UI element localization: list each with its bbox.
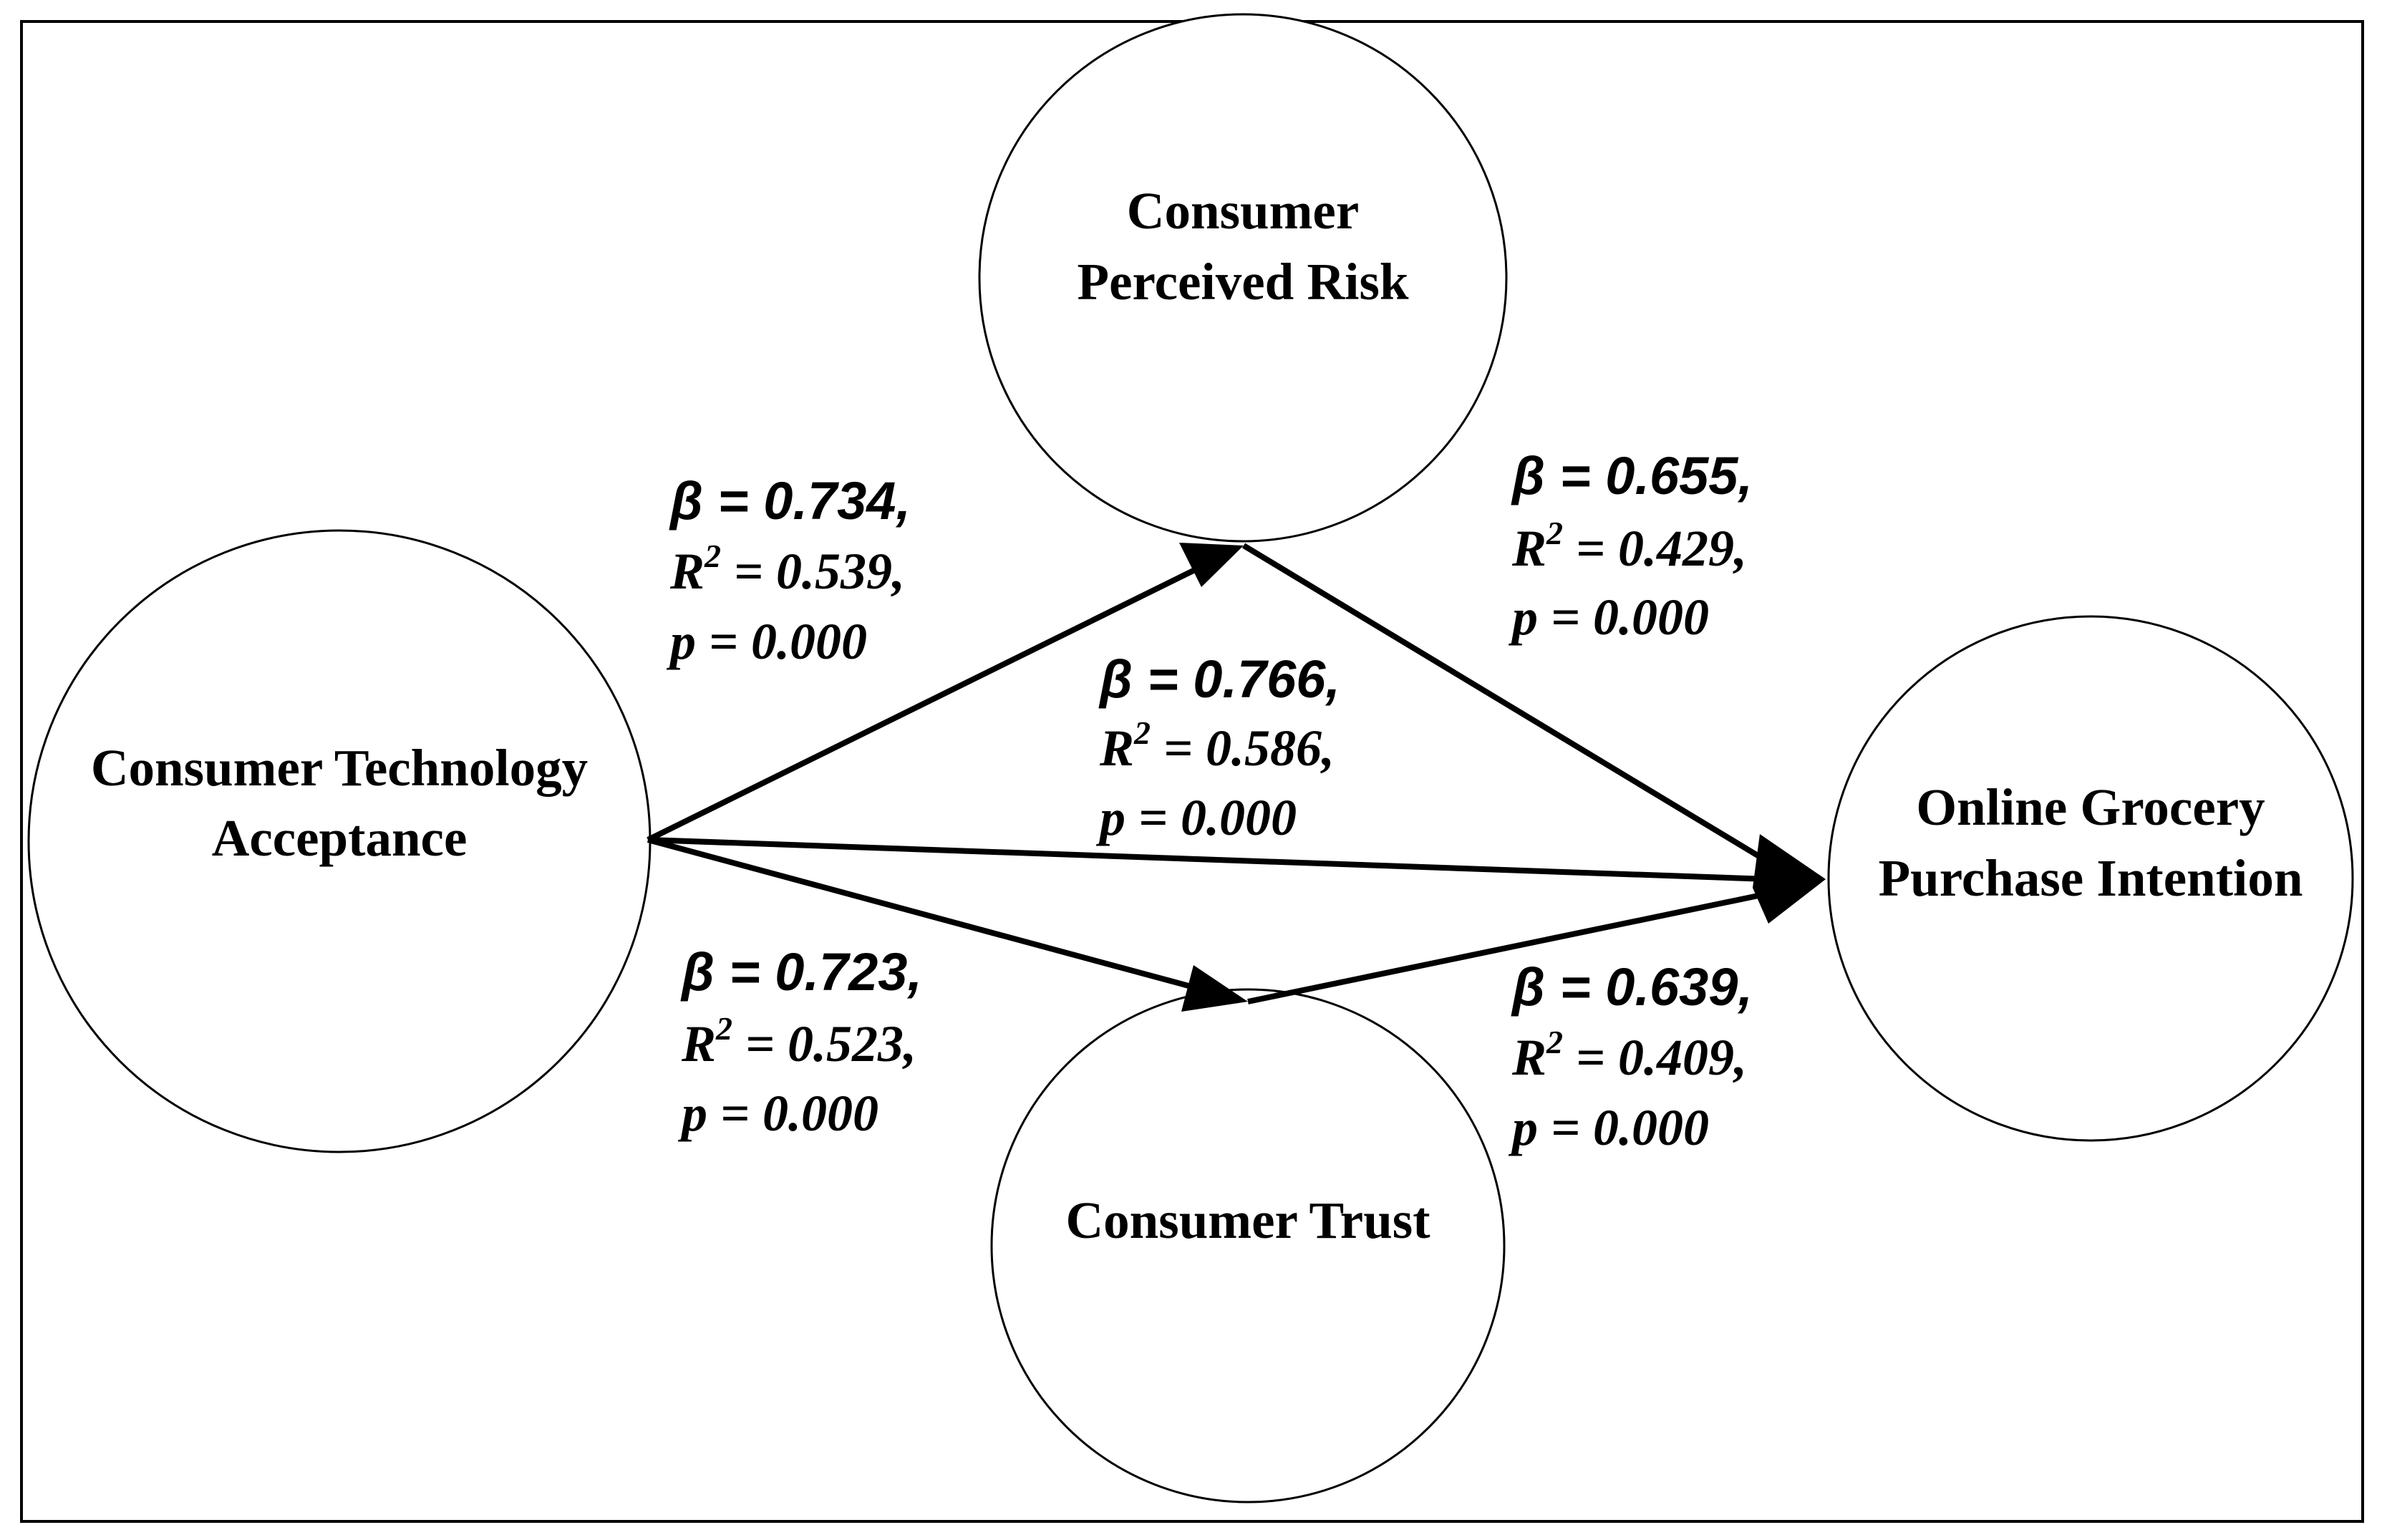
p-cta-ct: p = 0.000 [677,1085,878,1142]
arrow-cta-to-trust [647,837,1201,992]
arrowhead-cta-to-trust [1181,965,1248,1012]
stats-cta-to-purchase-intention: β = 0.766, R2 = 0.586, p = 0.000 [1095,649,1340,846]
arrow-cta-to-purchase-intention [647,837,1769,882]
label-cta-line2: Acceptance [212,809,468,867]
arrowhead-cta-to-perceived-risk [1179,543,1244,587]
node-labels: Consumer Technology Acceptance Consumer … [91,182,2303,1249]
p-cpr-ogpi: p = 0.000 [1508,589,1709,646]
p-cta-cpr: p = 0.000 [666,613,867,670]
beta-cta-cpr: β = 0.734, [669,471,911,531]
r2-cta-ogpi: R2 = 0.586, [1099,715,1335,777]
p-cta-ogpi: p = 0.000 [1095,789,1297,846]
beta-cpr-ogpi: β = 0.655, [1511,446,1753,505]
path-arrows [647,543,1826,1012]
beta-ct-ogpi: β = 0.639, [1511,957,1753,1017]
stats-cta-to-trust: β = 0.723, R2 = 0.523, p = 0.000 [677,942,922,1142]
beta-cta-ogpi: β = 0.766, [1098,649,1340,709]
stats-trust-to-purchase-intention: β = 0.639, R2 = 0.409, p = 0.000 [1508,957,1753,1156]
node-consumer-perceived-risk [978,13,1508,543]
label-ogpi-line2: Purchase Intention [1879,849,2303,907]
node-online-grocery-purchase-intention [1827,615,2354,1142]
arrow-trust-to-purchase-intention [1247,889,1776,1004]
p-ct-ogpi: p = 0.000 [1508,1099,1709,1156]
r2-cta-cpr: R2 = 0.539, [669,538,905,600]
label-cpr-line1: Consumer [1127,182,1359,240]
r2-ct-ogpi: R2 = 0.409, [1511,1024,1747,1086]
arrow-cta-to-perceived-risk [647,565,1201,843]
r2-cta-ct: R2 = 0.523, [681,1010,916,1072]
r2-cpr-ogpi: R2 = 0.429, [1511,515,1747,577]
arrowhead-purchase-intention-cluster [1753,834,1826,924]
label-cta-line1: Consumer Technology [91,739,588,797]
node-consumer-trust [990,988,1506,1503]
stats-perceived-risk-to-purchase-intention: β = 0.655, R2 = 0.429, p = 0.000 [1508,446,1753,646]
stats-cta-to-perceived-risk: β = 0.734, R2 = 0.539, p = 0.000 [666,471,911,670]
arrow-perceived-risk-to-purchase-intention [1241,543,1778,869]
label-ct: Consumer Trust [1065,1191,1430,1249]
label-cpr-line2: Perceived Risk [1078,253,1409,311]
beta-cta-ct: β = 0.723, [680,942,922,1002]
label-ogpi-line1: Online Grocery [1916,778,2265,836]
